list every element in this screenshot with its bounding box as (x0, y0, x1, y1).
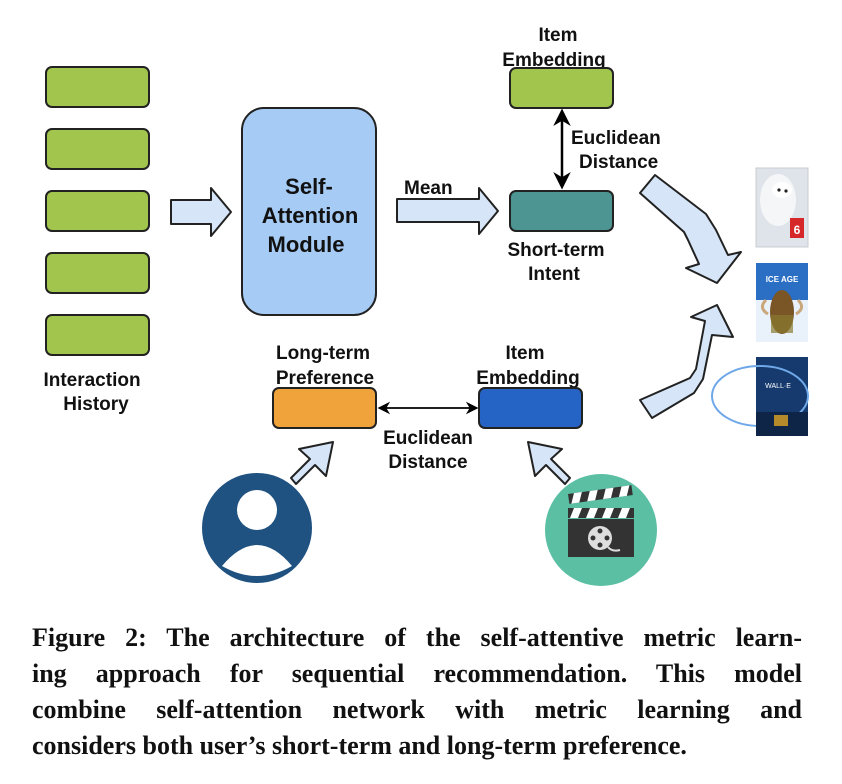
item-embedding-top-label-line2: Embedding (502, 50, 605, 71)
euclidean-top-label-line1: Euclidean (571, 128, 661, 149)
caption-line: Figure 2: The architecture of the self-a… (32, 623, 802, 652)
euclidean-top-label-line2: Distance (579, 152, 658, 173)
caption-line: considers both user’s short-term and lon… (32, 731, 687, 760)
history-item-box (45, 190, 150, 232)
poster-wall-e: WALL·E (711, 357, 809, 436)
mean-arrow-icon (396, 187, 499, 235)
history-item-box (45, 314, 150, 356)
history-item-box (45, 66, 150, 108)
interaction-history-label-line1: Interaction (43, 370, 140, 391)
item-embedding-bottom-label-line1: Item (505, 343, 544, 364)
movie-clapperboard-icon (545, 474, 657, 586)
short-term-intent-box (509, 190, 614, 232)
short-term-label-line2: Intent (528, 264, 580, 285)
user-icon (202, 473, 312, 583)
item-embedding-top-label-line1: Item (538, 25, 577, 46)
history-item-box (45, 252, 150, 294)
interaction-history-label-line2: History (63, 394, 129, 415)
flow-arrow-icon (170, 187, 232, 237)
euclidean-bottom-label-line2: Distance (388, 452, 467, 473)
item-embedding-top-box (509, 67, 614, 109)
poster-glyph: WALL·E (765, 383, 791, 390)
bent-arrow-up-icon (639, 304, 734, 419)
item-embedding-bottom-label-line2: Embedding (476, 368, 579, 389)
architecture-diagram: Interaction History Self- Attention Modu… (43, 25, 809, 586)
poster-glyph: 6 (794, 223, 801, 237)
user-arrow-icon (290, 441, 334, 485)
self-attention-label-line2: Attention (262, 203, 359, 228)
long-term-label-line1: Long-term (276, 343, 370, 364)
short-term-label-line1: Short-term (507, 240, 604, 261)
interaction-history-sequence (45, 66, 150, 356)
figure-caption: Figure 2: The architecture of the self-a… (32, 620, 802, 764)
mean-label: Mean (404, 178, 453, 199)
caption-line: ing approach for sequential recommendati… (32, 659, 802, 688)
movie-arrow-icon (527, 441, 571, 485)
euclidean-bottom-label-line1: Euclidean (383, 428, 473, 449)
history-item-box (45, 128, 150, 170)
self-attention-label-line1: Self- (285, 174, 333, 199)
long-term-preference-box (272, 387, 377, 429)
bent-arrow-down-icon (639, 174, 742, 284)
long-term-label-line2: Preference (276, 368, 374, 389)
poster-ice-age: ICE AGE (756, 263, 808, 342)
poster-glyph: ICE AGE (766, 275, 799, 284)
poster-big-hero-6: 6 (755, 167, 809, 248)
self-attention-label-line3: Module (268, 232, 345, 257)
item-embedding-bottom-box (478, 387, 583, 429)
caption-line: combine self-attention network with metr… (32, 695, 802, 724)
self-attention-module (241, 107, 377, 316)
